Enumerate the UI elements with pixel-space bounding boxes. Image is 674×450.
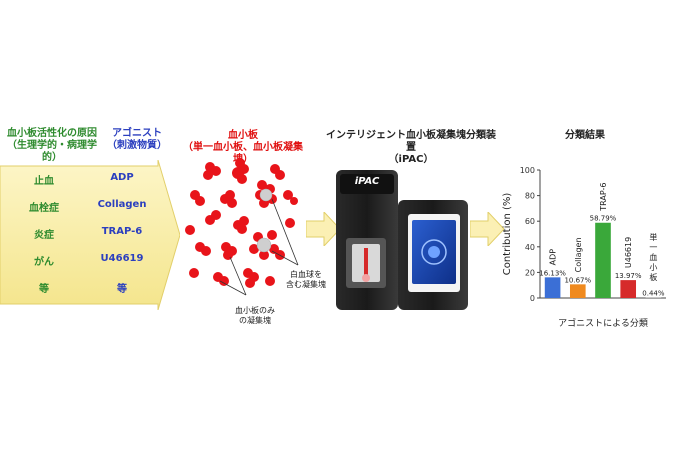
x-axis-label: アゴニストによる分類 [558,317,648,329]
bar-value-label: 10.67% [564,276,591,284]
cause-item: 炎症 [34,230,54,241]
bar-value-label: 13.97% [615,272,642,280]
bar-category-label: Collagen [574,237,583,272]
cause-item: がん [34,257,54,268]
cause-item: 止血 [34,176,54,187]
wbc-aggregate-label-line2: 含む凝集塊 [286,280,326,289]
y-tick-label: 0 [530,294,535,303]
agonist-item: ADP [110,172,134,183]
ipac-logo: iPAC [354,176,380,187]
bar-category-label: TRAP-6 [599,183,608,212]
bar-category-label: U46619 [624,237,633,268]
bar [569,284,586,298]
agonist-item: 等 [117,284,127,295]
result-header: 分類結果 [565,130,605,141]
device-header-line1: インテリジェント血小板凝集塊分類装置 [326,130,496,153]
cause-header-line1: 血小板活性化の原因 [7,128,97,139]
agonist-header: アゴニスト （刺激物質） [102,128,172,152]
y-tick-label: 100 [520,166,535,175]
platelet-aggregate-label: 血小板のみ の凝集塊 [225,306,285,326]
arrow-right-icon [306,212,340,246]
y-tick-label: 80 [525,192,535,201]
arrow-right-icon [470,212,504,246]
platelet-aggregate-label-line1: 血小板のみ [235,306,275,315]
device-header-line2: （iPAC） [388,154,434,165]
agonist-item: Collagen [97,199,147,210]
cause-header-line2: （生理学的・病理学的） [7,140,97,163]
bar [544,277,561,298]
agonist-item: U46619 [100,253,144,264]
y-tick-label: 40 [525,243,535,252]
cause-arrow [0,160,180,310]
bar [620,280,637,298]
device-header: インテリジェント血小板凝集塊分類装置 （iPAC） [322,130,500,166]
platelet-aggregate-label-line2: の凝集塊 [239,316,271,325]
platelet-header-line1: 血小板 [228,130,258,141]
bar-value-label: 58.79% [590,215,617,223]
wbc-aggregate-label-line1: 白血球を [290,270,322,279]
y-axis-label: Contribution (%) [502,193,513,276]
platelet-scatter [185,158,299,296]
bar-value-label: 0.44% [642,289,665,297]
bar-category-label: 単一血小板 [649,232,657,282]
agonist-header-line2: （刺激物質） [107,140,167,151]
y-tick-label: 60 [525,217,535,226]
wbc-aggregate-label: 白血球を 含む凝集塊 [276,270,336,290]
bar-category-label: ADP [549,249,558,266]
bar [645,297,662,299]
agonist-item: TRAP-6 [101,226,143,237]
agonist-header-line1: アゴニスト [112,128,162,139]
bar-value-label: 16.13% [539,269,566,277]
y-tick-label: 20 [525,268,535,277]
cause-item: 血栓症 [29,203,59,214]
cause-header: 血小板活性化の原因 （生理学的・病理学的） [2,128,102,164]
bar [595,222,611,298]
ipac-device [336,170,468,310]
cause-item: 等 [39,284,49,295]
